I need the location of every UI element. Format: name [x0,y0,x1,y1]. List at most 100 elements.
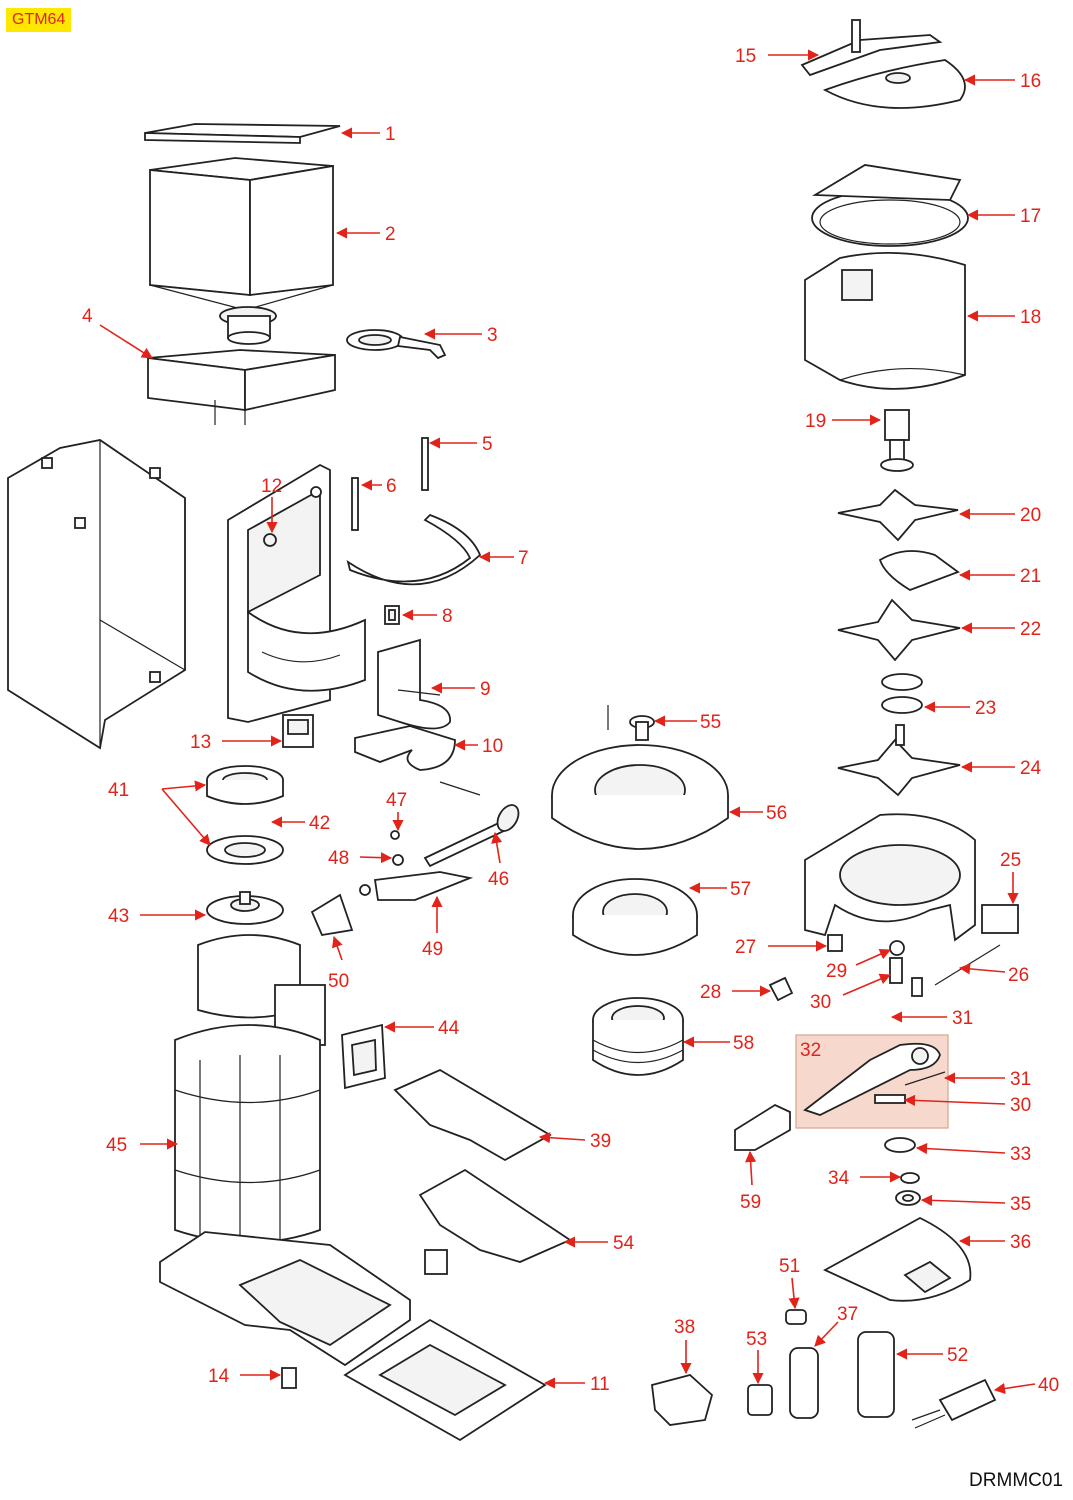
dosing-lid-drawing [800,19,966,109]
callout-9: 9 [480,679,491,700]
lower-brackets-drawing [393,1068,572,1275]
callout-56: 56 [766,803,787,824]
callout-45: 45 [106,1135,127,1156]
callout-52: 52 [947,1345,968,1366]
callout-8: 8 [442,606,453,627]
callout-5: 5 [482,434,493,455]
base-plate-drawing [159,1231,411,1367]
pins-drawing [351,437,429,531]
callout-16: 16 [1020,71,1041,92]
doser-body-drawing [804,251,966,390]
callout-17: 17 [1020,206,1041,227]
callout-20: 20 [1020,505,1041,526]
knob-drawing [607,705,655,741]
foot-drawing [281,1367,297,1389]
small-parts-drawing [768,934,1001,1002]
fork-bracket-drawing [354,725,481,796]
callout-28: 28 [700,982,721,1003]
callout-12: 12 [261,476,282,497]
callout-13: 13 [190,732,211,753]
callout-58: 58 [733,1033,754,1054]
lever-handle-drawing [734,1103,791,1151]
doser-ring-drawing [811,164,969,247]
callout-40: 40 [1038,1375,1059,1396]
callout-18: 18 [1020,307,1041,328]
callout-14: 14 [208,1366,230,1387]
electrical-parts-drawing [651,1309,997,1429]
doser-shaft-drawing [880,409,914,472]
callout-55: 55 [700,712,721,733]
threaded-ring-drawing [592,997,684,1076]
nuts-washers-drawing [884,1137,921,1206]
callout-27: 27 [735,937,756,958]
drip-tray-drawing [343,1318,547,1442]
callout-4: 4 [82,306,93,327]
hopper-base-drawing [147,349,336,425]
part-drawings [7,19,1019,1442]
callout-25: 25 [1000,850,1021,871]
callout-44: 44 [438,1018,460,1039]
small-clip-drawing [384,605,400,625]
callout-34: 34 [828,1168,850,1189]
callout-51: 51 [779,1256,800,1277]
callout-19: 19 [805,411,826,432]
lower-burr-drawing [206,891,284,925]
callout-50: 50 [328,971,349,992]
callout-6: 6 [386,476,397,497]
callout-7: 7 [518,548,529,569]
frame-drawing [227,463,366,723]
callout-26: 26 [1008,965,1029,986]
callout-35: 35 [1010,1194,1031,1215]
callout-39: 39 [590,1131,611,1152]
callout-11: 11 [590,1374,610,1395]
callout-31: 31 [952,1008,973,1029]
small-frame-drawing [341,1023,386,1090]
doser-vanes-drawing [837,488,961,797]
callout-53: 53 [746,1329,767,1350]
housing-panel-drawing [7,438,186,750]
callout-24: 24 [1020,758,1042,779]
switch-drawing [282,714,314,748]
callout-22: 22 [1020,619,1041,640]
callout-21: 21 [1020,566,1041,587]
callout-10: 10 [482,736,503,757]
callout-2: 2 [385,224,396,245]
callout-42: 42 [309,813,330,834]
hopper-drawing [149,157,334,345]
springs-drawing [881,673,923,714]
callout-1: 1 [385,124,396,145]
callout-37: 37 [837,1304,858,1325]
callout-labels: 1 2 3 4 5 6 7 8 9 10 11 12 13 14 15 16 1 [82,46,1059,1396]
model-code-badge: GTM64 [6,8,72,32]
callout-36: 36 [1010,1232,1031,1253]
bracket-drawing [377,638,451,730]
callout-49: 49 [422,939,443,960]
callout-43: 43 [108,906,129,927]
callout-15: 15 [735,46,756,67]
callout-59: 59 [740,1192,761,1213]
doser-plate-drawing [878,550,960,591]
callout-29: 29 [826,961,847,982]
callout-47: 47 [386,790,407,811]
upper-burr-drawing [206,765,284,865]
adjuster-drawing [310,804,520,937]
callout-30: 30 [810,992,831,1013]
strap-drawing [346,513,482,586]
callout-48: 48 [328,848,349,869]
doser-base-drawing [804,813,976,942]
callout-33: 33 [1010,1144,1031,1165]
microswitch-drawing [981,904,1019,934]
callout-32: 32 [800,1040,821,1061]
hopper-lid-drawing [144,123,341,144]
hopper-clip-drawing [346,329,447,360]
doser-bottom-plate-drawing [823,1216,972,1302]
callout-31-group: 31 [1010,1069,1031,1090]
motor-drawing [174,934,326,1245]
lever-group-drawing [795,1034,949,1129]
callout-46: 46 [488,869,509,890]
callout-23: 23 [975,698,996,719]
callout-41: 41 [108,780,129,801]
gear-drawing [572,878,698,956]
callout-3: 3 [487,325,498,346]
